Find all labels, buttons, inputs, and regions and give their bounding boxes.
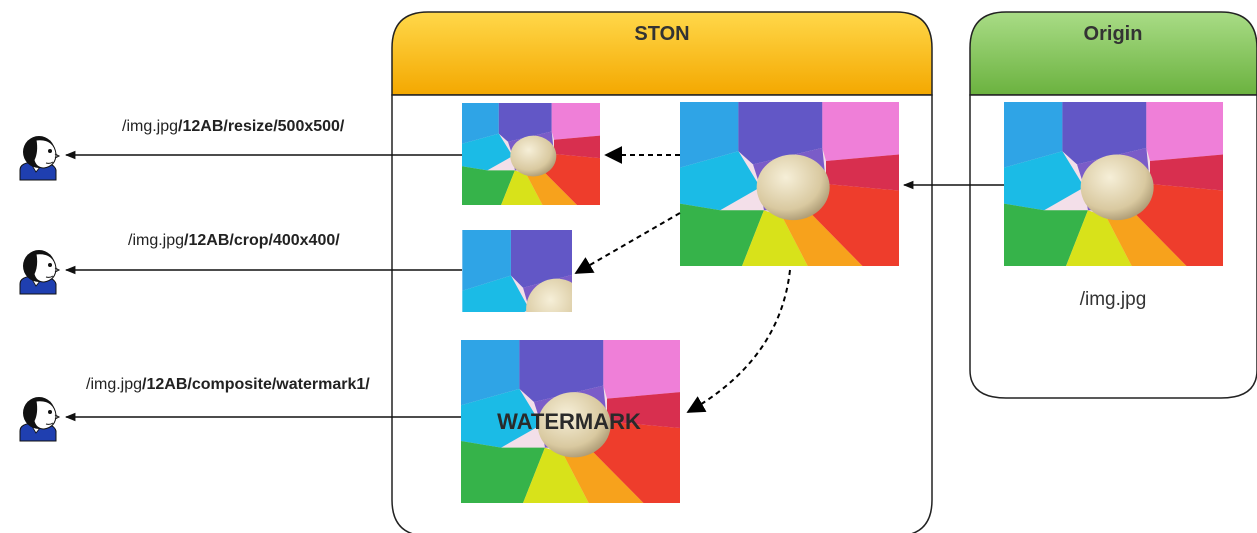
ston-cached-image: [680, 102, 899, 266]
request-label-composite: /img.jpg/12AB/composite/watermark1/: [86, 376, 370, 393]
origin-file-label: /img.jpg: [1080, 289, 1147, 310]
person-head-icon: [19, 136, 61, 181]
person-head-icon: [19, 250, 61, 295]
person-head-icon: [19, 397, 61, 442]
watermark-text: WATERMARK: [497, 409, 641, 434]
origin-container: Origin /img.jpg: [969, 11, 1257, 399]
request-label-crop: /img.jpg/12AB/crop/400x400/: [128, 232, 340, 249]
origin-image: [1004, 102, 1223, 266]
origin-title: Origin: [1084, 23, 1143, 45]
composite-process-arrow: [686, 269, 791, 413]
ston-title: STON: [634, 23, 689, 45]
crop-process-arrow: [574, 212, 681, 274]
origin-header: [969, 11, 1257, 96]
resized-image: [462, 103, 600, 205]
ston-header: [391, 11, 933, 96]
watermarked-image: WATERMARK: [461, 340, 680, 503]
request-label-resize: /img.jpg/12AB/resize/500x500/: [122, 118, 345, 135]
